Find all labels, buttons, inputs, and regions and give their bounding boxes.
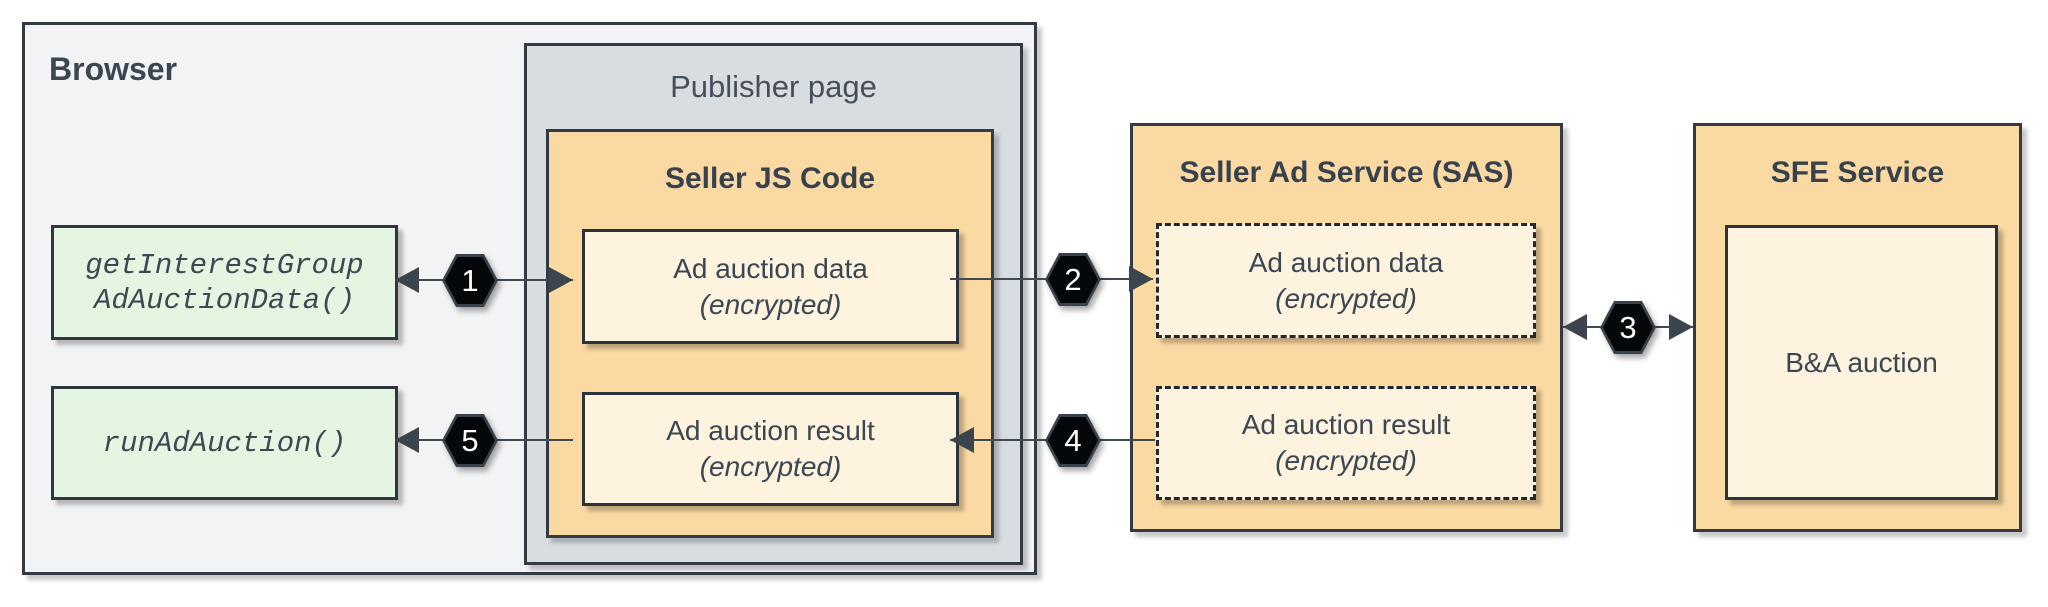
box-line: Ad auction data	[673, 252, 868, 284]
api-call-line: runAdAuction()	[102, 426, 347, 460]
step-4-badge: 4	[1045, 414, 1101, 467]
publisher-page-container: Publisher page Seller JS Code Ad auction…	[524, 43, 1023, 565]
connector-line-3	[1563, 326, 1693, 328]
run-ad-auction-box: runAdAuction()	[51, 386, 398, 500]
hexagon-icon	[1600, 301, 1656, 354]
hexagon-icon	[1045, 253, 1101, 306]
api-call-line: AdAuctionData()	[93, 283, 356, 317]
api-call-line: getInterestGroup	[85, 248, 364, 282]
sas-ad-auction-result-box: Ad auction result (encrypted)	[1156, 386, 1536, 500]
box-line: Ad auction result	[666, 415, 875, 446]
step-3-badge: 3	[1600, 301, 1656, 354]
seller-ad-service-label: Seller Ad Service (SAS)	[1179, 156, 1514, 189]
seller-js-code-label: Seller JS Code	[664, 162, 876, 195]
encrypted-note: (encrypted)	[1275, 445, 1417, 476]
ba-auction-box: B&A auction	[1725, 225, 1998, 500]
encrypted-note: (encrypted)	[699, 288, 842, 320]
step-number: 3	[1619, 309, 1637, 345]
step-number: 2	[1064, 261, 1082, 297]
sfe-service-container: SFE Service B&A auction	[1693, 123, 2022, 532]
encrypted-note: (encrypted)	[1275, 282, 1417, 314]
step-2-badge: 2	[1045, 253, 1101, 306]
browser-container: Browser getInterestGroup AdAuctionData()…	[22, 22, 1037, 575]
box-line: Ad auction data	[1248, 246, 1444, 278]
get-interest-group-ad-auction-data-box: getInterestGroup AdAuctionData()	[51, 225, 398, 340]
seller-js-ad-auction-data-box: Ad auction data (encrypted)	[582, 229, 959, 344]
seller-js-ad-auction-result-box: Ad auction result (encrypted)	[582, 392, 959, 506]
step-number: 4	[1064, 422, 1082, 458]
seller-ad-service-container: Seller Ad Service (SAS) Ad auction data …	[1130, 123, 1563, 532]
arrowhead-right-icon	[1669, 314, 1693, 340]
sas-ad-auction-data-box: Ad auction data (encrypted)	[1156, 223, 1536, 338]
arrowhead-left-icon	[1563, 314, 1587, 340]
seller-js-code-container: Seller JS Code Ad auction data (encrypte…	[546, 129, 994, 538]
sfe-service-label: SFE Service	[1770, 156, 1945, 189]
publisher-page-label: Publisher page	[670, 69, 877, 104]
browser-label: Browser	[49, 51, 178, 87]
encrypted-note: (encrypted)	[699, 451, 842, 482]
hexagon-icon	[1045, 414, 1101, 467]
box-line: Ad auction result	[1241, 409, 1451, 440]
box-line: B&A auction	[1785, 346, 1938, 378]
